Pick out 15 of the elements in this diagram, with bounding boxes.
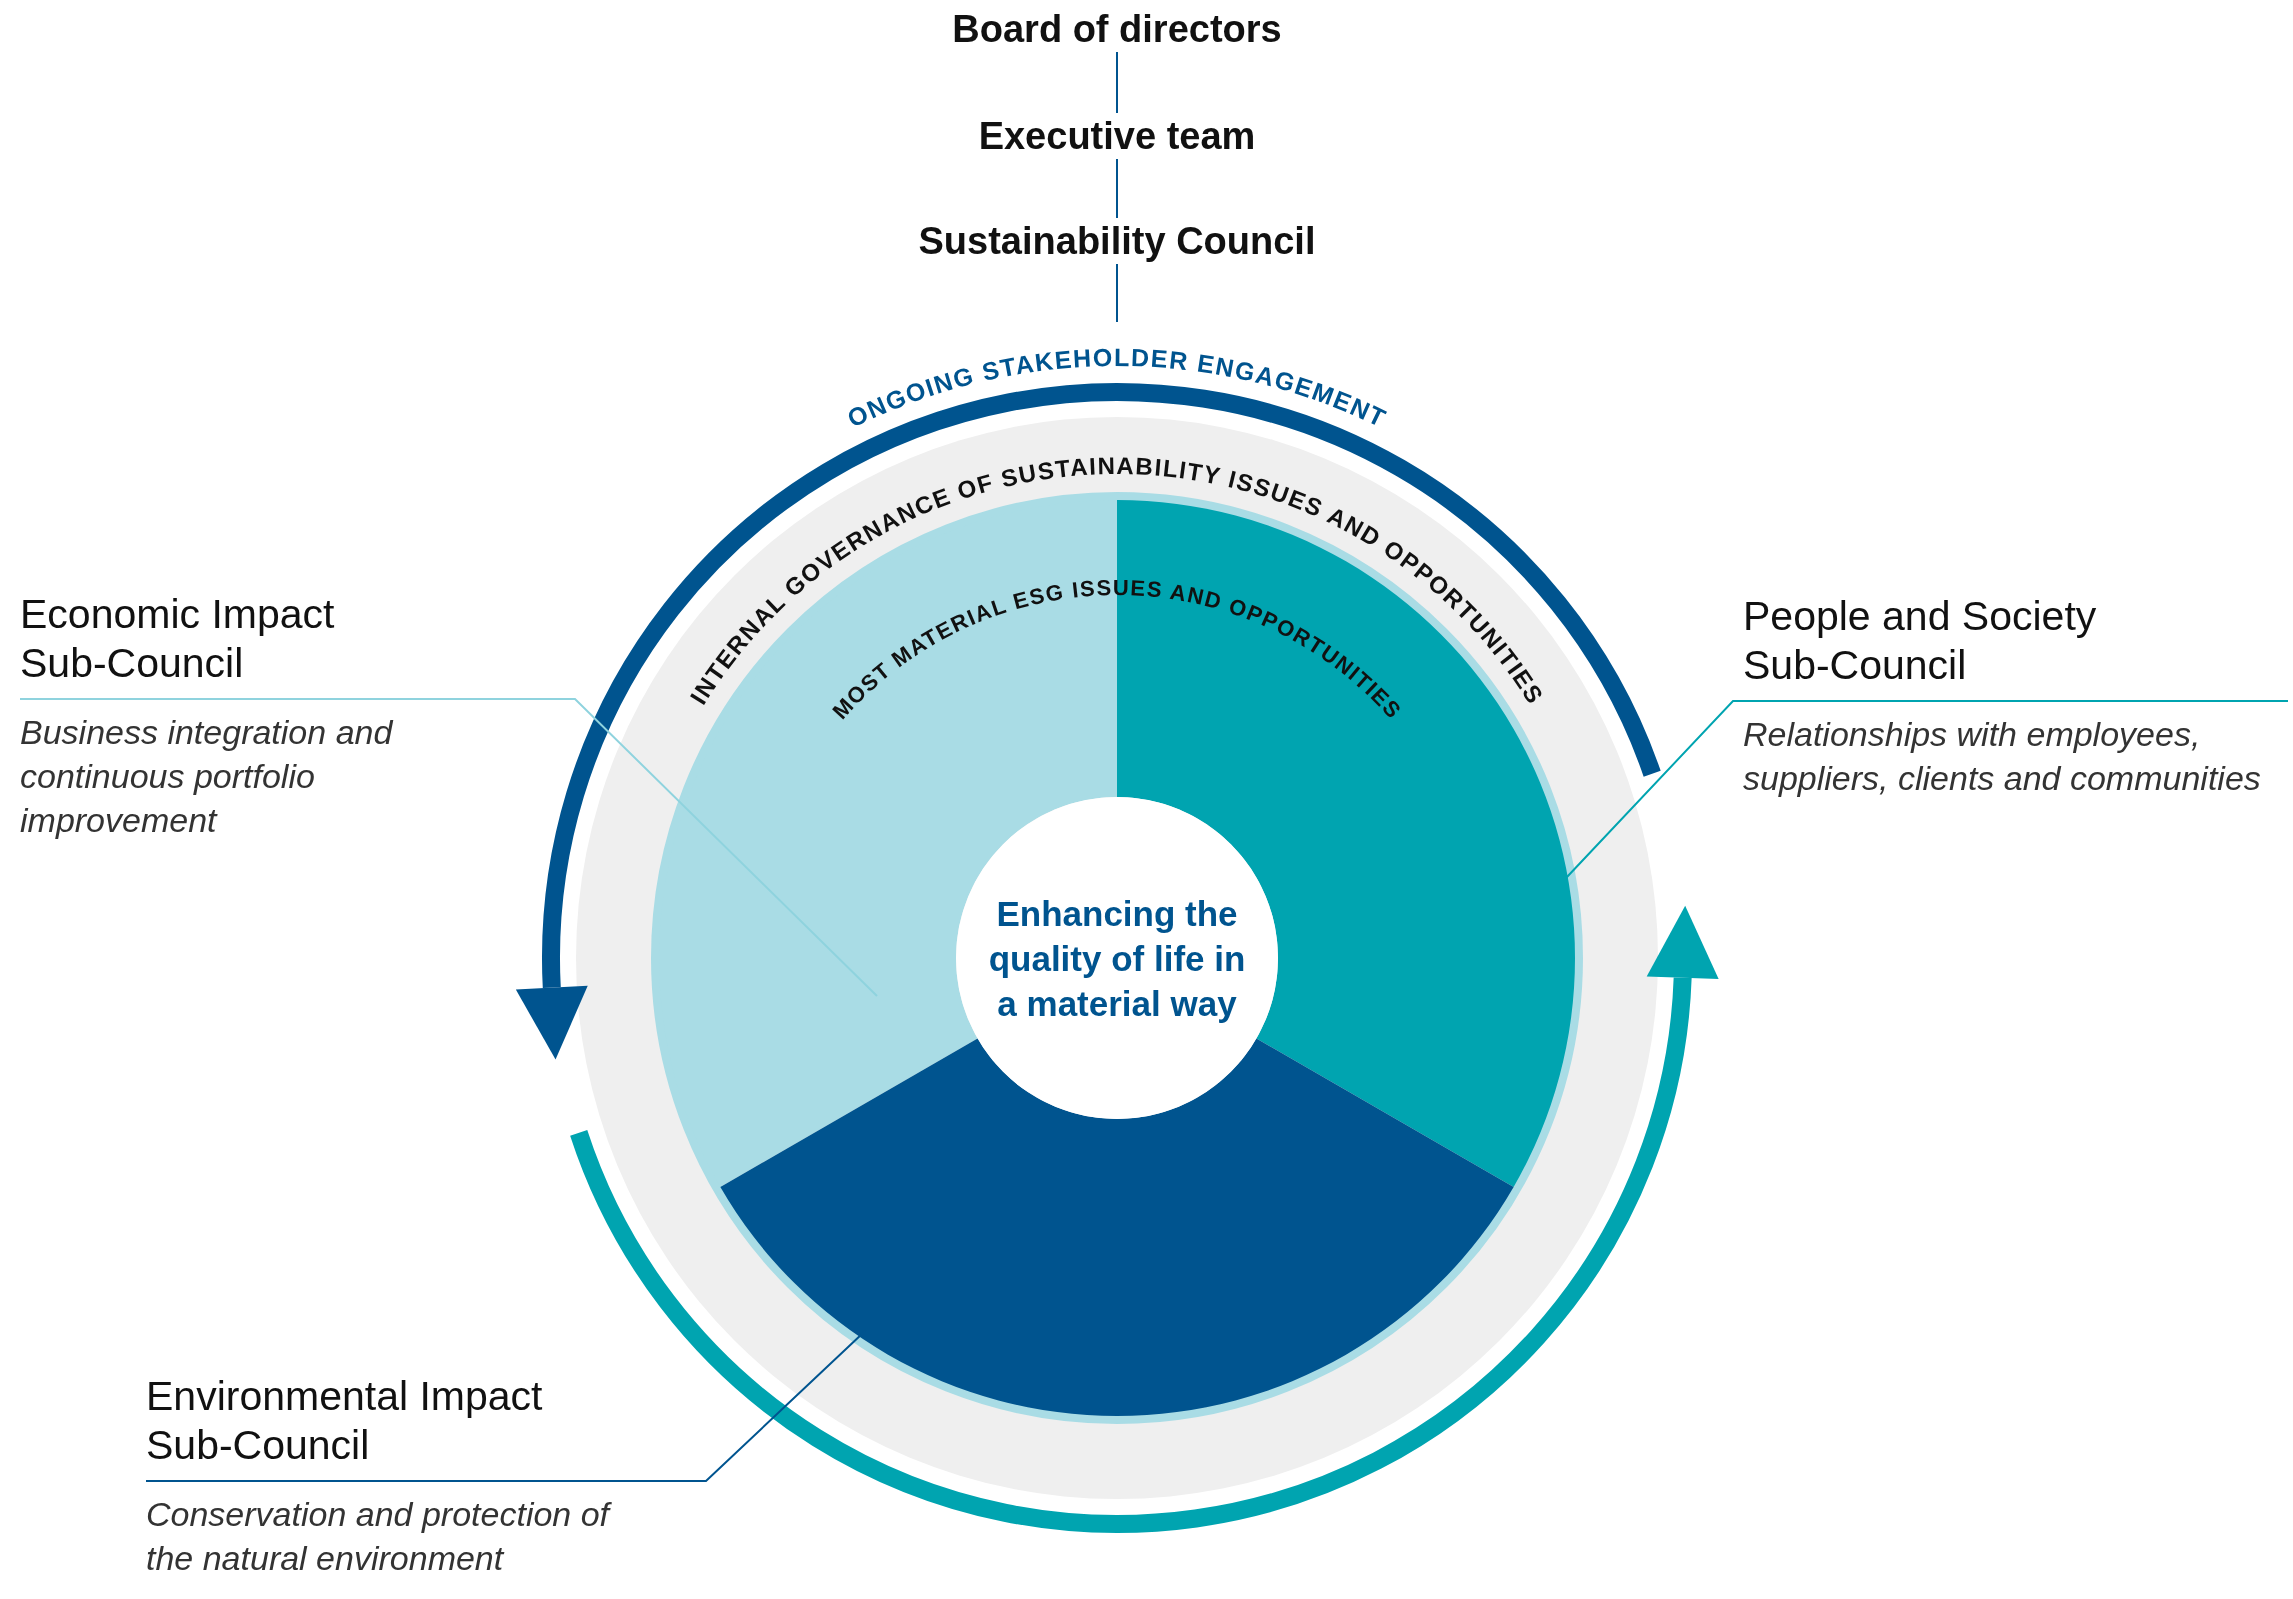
connector-line <box>1116 263 1118 323</box>
pie-sector <box>720 1038 1514 1416</box>
council-description: Business integration and continuous portfolio improvement <box>20 712 395 841</box>
council-description: Conservation and protection of the natural environment <box>146 1494 613 1579</box>
council-description: Relationships with employees, suppliers, clients and communities <box>1743 714 2262 799</box>
council-heading: People and Society Sub-Council <box>1743 592 2098 690</box>
connector-line <box>1116 158 1118 219</box>
council-heading: Environmental Impact Sub-Council <box>146 1372 544 1470</box>
org-level-label: Board of directors <box>952 6 1282 52</box>
leader-line <box>19 698 878 997</box>
council-heading: Economic Impact Sub-Council <box>20 590 336 688</box>
org-level-label: Executive team <box>978 113 1256 159</box>
connector-line <box>1116 51 1118 114</box>
org-level-label: Sustainability Council <box>918 218 1316 264</box>
leader-line <box>1564 700 2289 880</box>
